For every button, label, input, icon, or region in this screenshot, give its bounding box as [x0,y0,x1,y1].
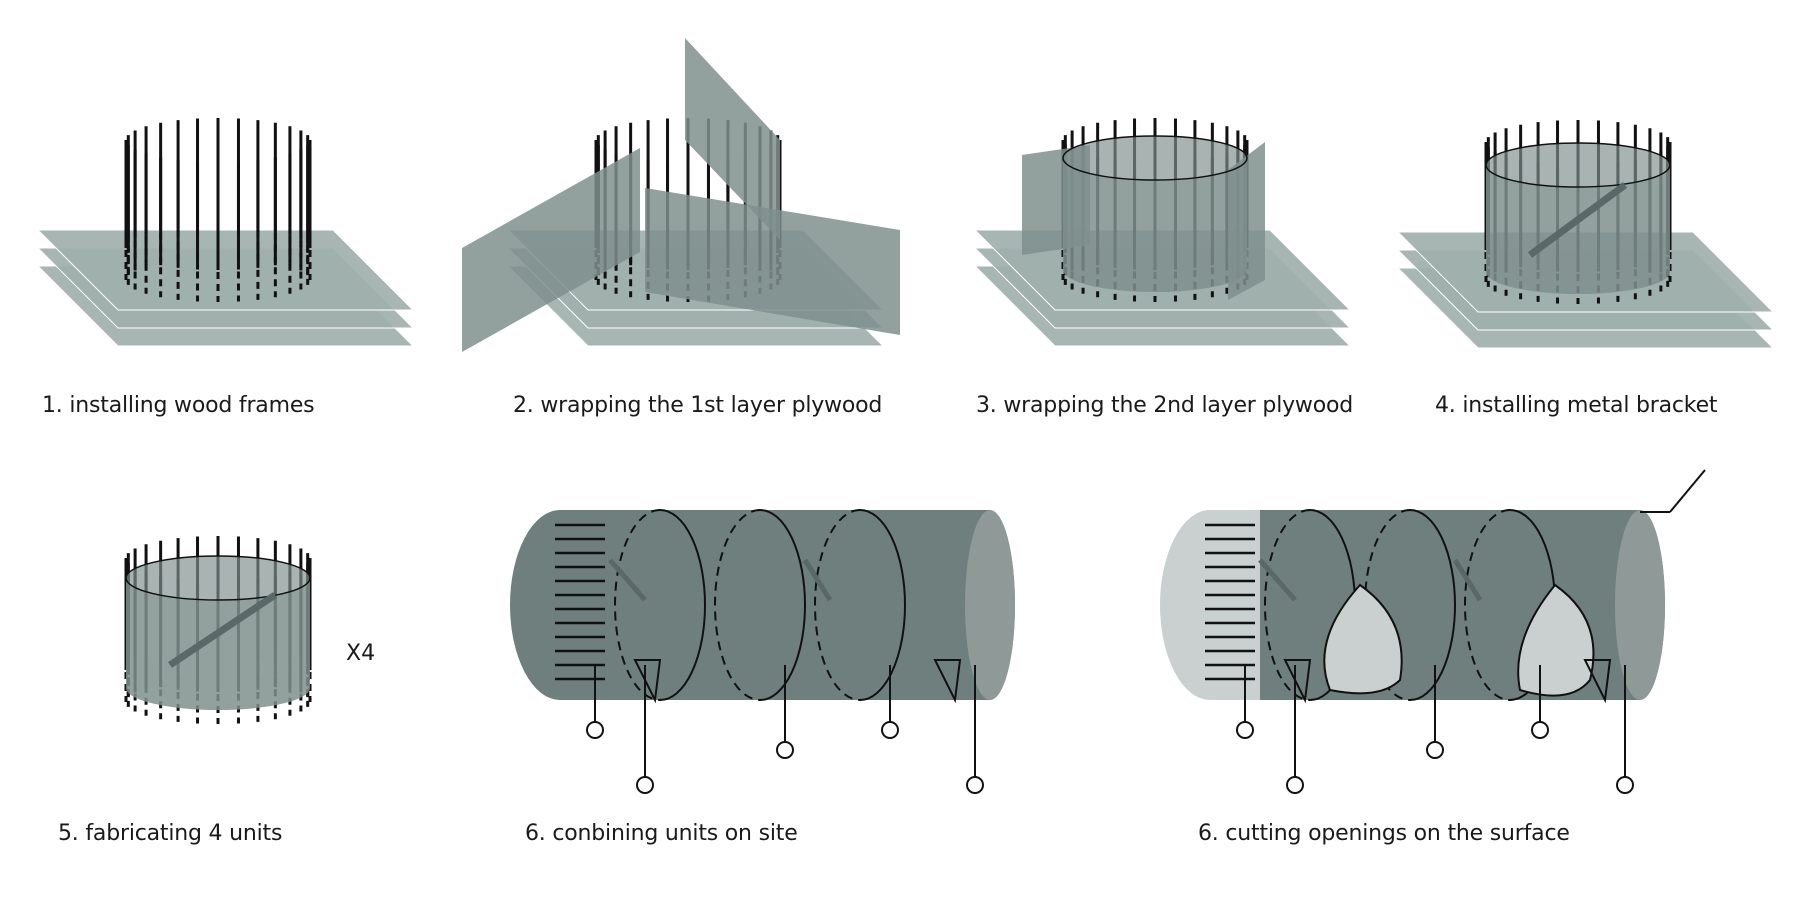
anchor-ring [1286,776,1304,794]
support-bracket [1583,659,1612,704]
plywood-top-edge [125,555,311,601]
step-3-illustration [973,118,1352,347]
metal-bracket [1527,182,1628,258]
metal-bracket [1258,558,1297,602]
floor-sheet [36,229,415,311]
unit-joint [659,509,706,701]
metal-bracket [1452,558,1483,602]
step-7-illustration [1160,469,1706,794]
support-bracket [1283,659,1312,704]
plywood-top-edge [1485,142,1671,188]
unit-joint-hidden [814,509,861,701]
tube-open-end [1160,510,1260,700]
plywood-wrap [1063,158,1247,292]
unit-joint-hidden [714,509,761,701]
step-5-illustration [124,536,312,724]
surface-opening [1517,583,1595,697]
callout-leader [1669,469,1706,513]
unit-joint-hidden [614,509,661,701]
metal-bracket [802,558,833,602]
step-2-illustration [462,38,900,352]
surface-opening [1323,583,1403,695]
tube-body [560,510,1015,700]
plywood-wrap [126,578,310,710]
metal-bracket [608,558,647,602]
plywood-top-edge [1062,135,1248,181]
tube-open-end [510,510,610,700]
step-5-caption: 5. fabricating 4 units [58,821,283,846]
step-7-caption: 6. cutting openings on the surface [1198,821,1570,846]
unit-joint [759,509,806,701]
unit-joint [859,509,906,701]
tube-end-cap [1615,510,1665,700]
anchor-ring [776,741,794,759]
anchor-ring [1531,721,1549,739]
support-bracket [933,659,962,704]
unit-joint [1409,509,1456,701]
step-4-caption: 4. installing metal bracket [1435,393,1718,418]
step-6-caption: 6. conbining units on site [525,821,798,846]
step-1-caption: 1. installing wood frames [42,393,315,418]
unit-joint-hidden [1464,509,1511,701]
plywood-panel-top [685,38,780,240]
step-2-caption: 2. wrapping the 1st layer plywood [513,393,883,418]
step-1-illustration [36,118,415,347]
plywood-panel-left [462,148,640,352]
plywood-panel-right [645,188,900,335]
anchor-ring [1616,776,1634,794]
anchor-ring [881,721,899,739]
anchor-ring [966,776,984,794]
metal-bracket [168,592,277,668]
anchor-ring [636,776,654,794]
step-3-caption: 3. wrapping the 2nd layer plywood [976,393,1354,418]
step-4-illustration [1396,120,1775,349]
unit-joint-hidden [1264,509,1311,701]
support-bracket [633,659,662,704]
multiplier-label: X4 [346,641,376,666]
plywood-wrap [1486,165,1670,294]
tube-end-cap [965,510,1015,700]
step-6-illustration [510,509,1015,794]
anchor-ring [586,721,604,739]
anchor-ring [1236,721,1254,739]
anchor-ring [1426,741,1444,759]
